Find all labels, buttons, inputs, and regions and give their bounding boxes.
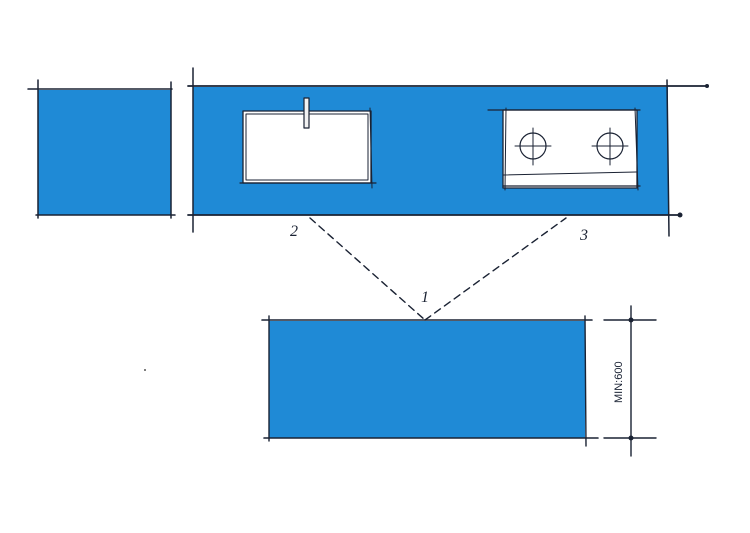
left-cabinet-block xyxy=(27,79,176,219)
island-counter xyxy=(261,315,599,447)
dimension-line: MIN:600 xyxy=(603,305,657,457)
left-cabinet-fill xyxy=(38,90,171,215)
stray-dot xyxy=(144,369,146,371)
main-counter xyxy=(187,67,709,237)
point-label-3: 3 xyxy=(579,227,588,244)
burner-icon xyxy=(514,127,552,166)
faucet-icon xyxy=(303,97,310,129)
work-triangle-lines xyxy=(309,217,567,321)
sink-icon xyxy=(239,97,377,189)
island-fill xyxy=(269,321,585,438)
stove-fill xyxy=(503,110,637,188)
stove-hob xyxy=(487,107,641,191)
dimension-label: MIN:600 xyxy=(613,361,625,403)
point-label-1: 1 xyxy=(421,289,429,306)
point-label-2: 2 xyxy=(290,223,298,240)
burner-icon xyxy=(591,127,629,166)
